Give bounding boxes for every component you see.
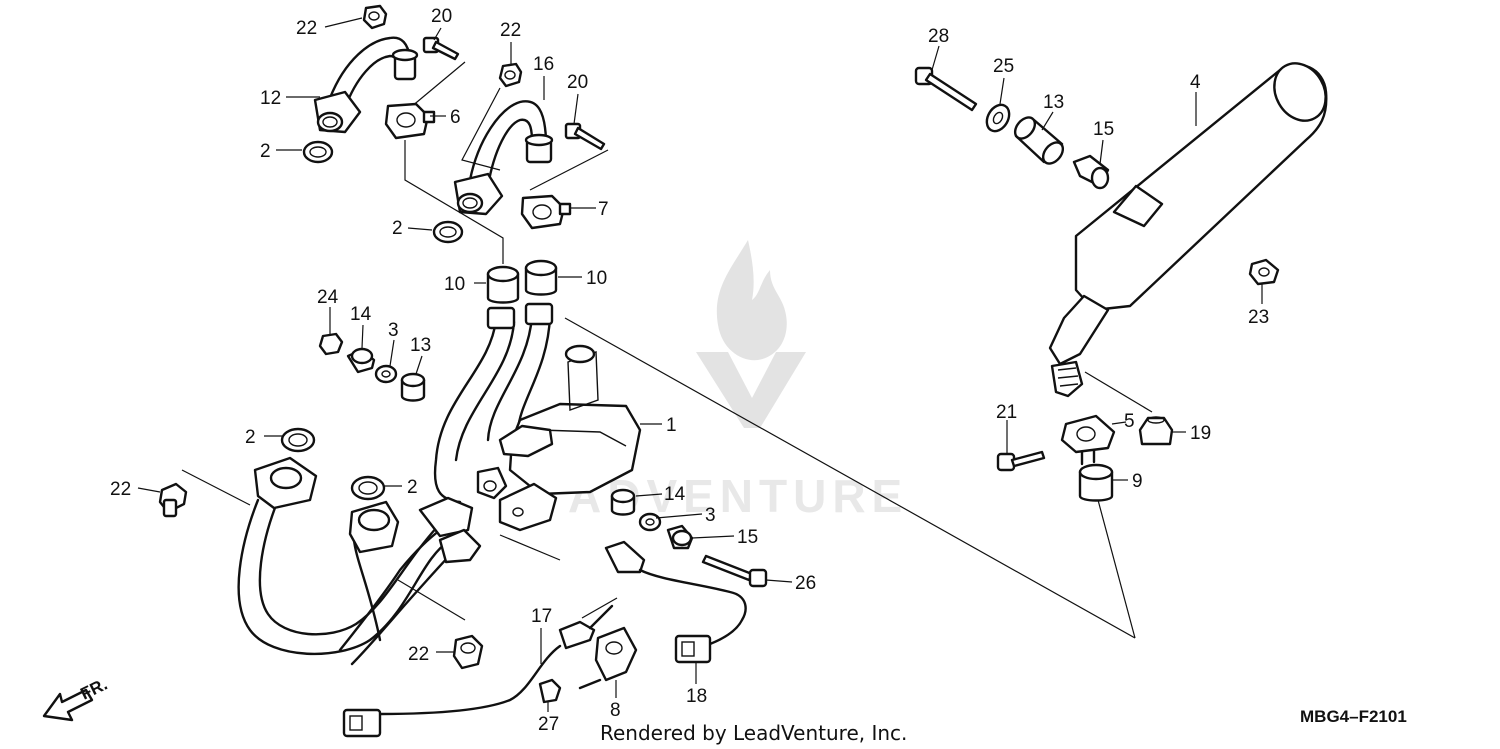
callout-25: 25 (993, 56, 1014, 77)
callout-12: 14 (664, 484, 686, 505)
callout-26: 26 (795, 573, 816, 594)
callout-19: 19 (1190, 423, 1211, 444)
part-22-nut-left (158, 482, 188, 518)
callout-28: 28 (928, 26, 949, 47)
callout-16: 16 (533, 54, 554, 75)
part-2-gasket-d (350, 475, 386, 501)
part-22-lower-pipes (237, 456, 558, 666)
part-14-collar-left (346, 347, 376, 374)
part-22-nut-top (362, 4, 388, 30)
part-20-bolt-top (422, 36, 460, 61)
callout-10: 10 (444, 274, 465, 295)
part-14-collar-right (666, 524, 694, 550)
part-13-grommet (1013, 116, 1065, 165)
drawing-code: MBG4–F2101 (1300, 707, 1407, 726)
guide-lines (181, 61, 1153, 639)
part-7-clamp (520, 194, 572, 230)
callout-2: 2 (260, 141, 271, 162)
callout-2: 2 (407, 477, 418, 498)
part-16-exhaust-pipe (453, 100, 554, 216)
callout-leaders (137, 17, 1263, 712)
part-21-bolt (996, 450, 1046, 472)
callout-2: 2 (245, 427, 256, 448)
callout-22: 22 (110, 479, 131, 500)
callout-7: 7 (598, 199, 609, 220)
part-3-washer-left (374, 364, 398, 384)
part-11-exhaust-pipe (313, 36, 419, 134)
callout-22: 22 (500, 20, 521, 41)
part-2-gasket-b (432, 220, 464, 244)
callout-10: 10 (586, 268, 607, 289)
callout-24: 24 (317, 287, 339, 308)
callout-15: 15 (1093, 119, 1114, 140)
part-2-gasket-a (302, 140, 334, 164)
part-18-sensor (604, 540, 747, 664)
callout-27: 27 (538, 714, 559, 735)
callout-20: 20 (431, 6, 452, 27)
part-26-bolt (701, 554, 768, 588)
part-20-bolt-mid (564, 122, 606, 151)
part-1-exhaust-chamber (433, 302, 642, 504)
part-24-nut (318, 332, 344, 356)
callout-14: 15 (737, 527, 758, 548)
front-direction-arrow: FR. (42, 675, 110, 722)
callout-5: 5 (1124, 411, 1135, 432)
callout-12: 13 (410, 335, 431, 356)
part-8-holder (578, 626, 638, 690)
part-22-nut-mid (498, 62, 523, 88)
callout-23: 23 (1248, 307, 1269, 328)
part-27-bolt (538, 678, 562, 704)
callout-11: 12 (260, 88, 281, 109)
part-19-grommet (1138, 416, 1174, 446)
callout-22: 22 (408, 644, 429, 665)
callout-22: 22 (296, 18, 317, 39)
callout-labels: 22 20 22 16 20 12 6 2 7 2 10 10 24 14 3 … (110, 6, 1269, 735)
callout-14: 14 (350, 304, 372, 325)
part-22-nut-bottom (452, 634, 484, 670)
callout-20: 20 (567, 72, 588, 93)
part-12-grommet-left (400, 372, 426, 402)
part-3-washer-right (638, 512, 662, 532)
callout-3: 3 (705, 505, 716, 526)
part-6-clamp (384, 102, 436, 140)
part-17-sensor (342, 604, 614, 738)
callout-2: 2 (392, 218, 403, 239)
part-25-washer (985, 103, 1011, 133)
callout-13: 13 (1043, 92, 1064, 113)
callout-18: 18 (686, 686, 707, 707)
callout-21: 21 (996, 402, 1017, 423)
callout-4: 4 (1190, 72, 1201, 93)
part-12-grommet-right (610, 488, 636, 516)
part-10-sleeve-left (486, 265, 520, 304)
callout-9: 9 (1132, 471, 1143, 492)
part-15-collar (1072, 154, 1110, 190)
callout-17: 17 (531, 606, 552, 627)
callout-1: 1 (666, 415, 677, 436)
render-credit: Rendered by LeadVenture, Inc. (600, 721, 907, 745)
part-23-nut (1248, 258, 1280, 286)
part-28-bolt (914, 66, 978, 112)
part-5-clamp (1060, 414, 1116, 466)
part-2-gasket-c (280, 427, 316, 453)
watermark-logo: ADVENTURE (568, 240, 902, 522)
callout-6: 6 (450, 107, 461, 128)
part-4-muffler (1048, 62, 1328, 398)
part-9-sleeve (1078, 463, 1114, 502)
callout-8: 8 (610, 700, 621, 721)
part-10-sleeve-right (524, 259, 558, 296)
callout-3: 3 (388, 320, 399, 341)
